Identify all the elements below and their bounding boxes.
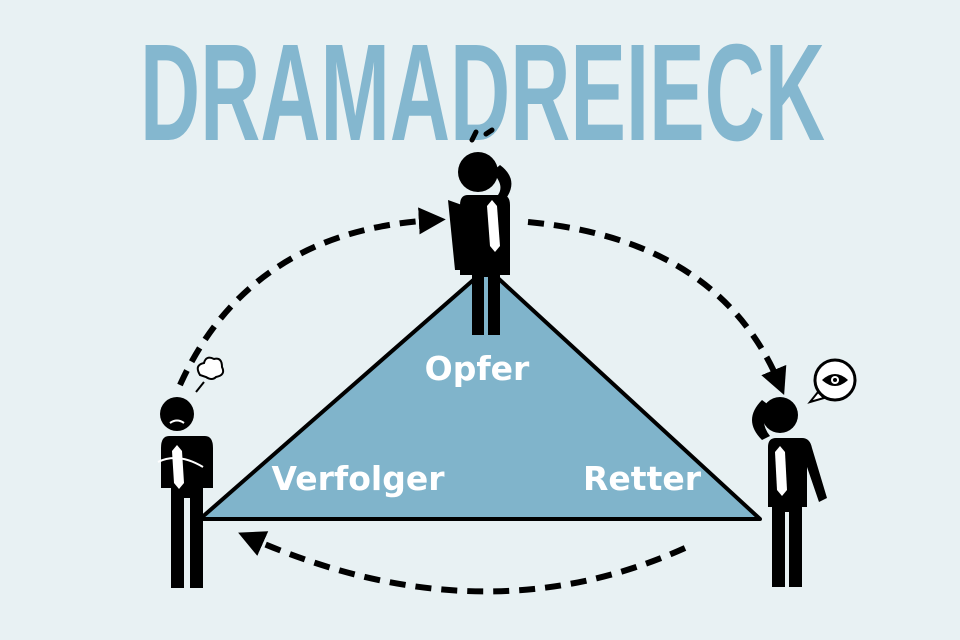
- label-verfolger: Verfolger: [271, 459, 445, 498]
- triangle: [198, 266, 762, 521]
- title: DRAMADREIECK: [140, 16, 825, 170]
- arrow-left-to-top: [177, 207, 446, 387]
- eye-speech-bubble-icon: [807, 358, 857, 404]
- persecutor-figure: [150, 356, 225, 588]
- arrow-right-to-left: [238, 531, 687, 595]
- label-retter: Retter: [583, 459, 702, 498]
- label-opfer: Opfer: [425, 349, 530, 388]
- victim-figure: [448, 127, 512, 335]
- steam-cloud-icon: [195, 356, 225, 393]
- rescuer-figure: [752, 358, 857, 587]
- arrow-top-to-right: [527, 219, 787, 395]
